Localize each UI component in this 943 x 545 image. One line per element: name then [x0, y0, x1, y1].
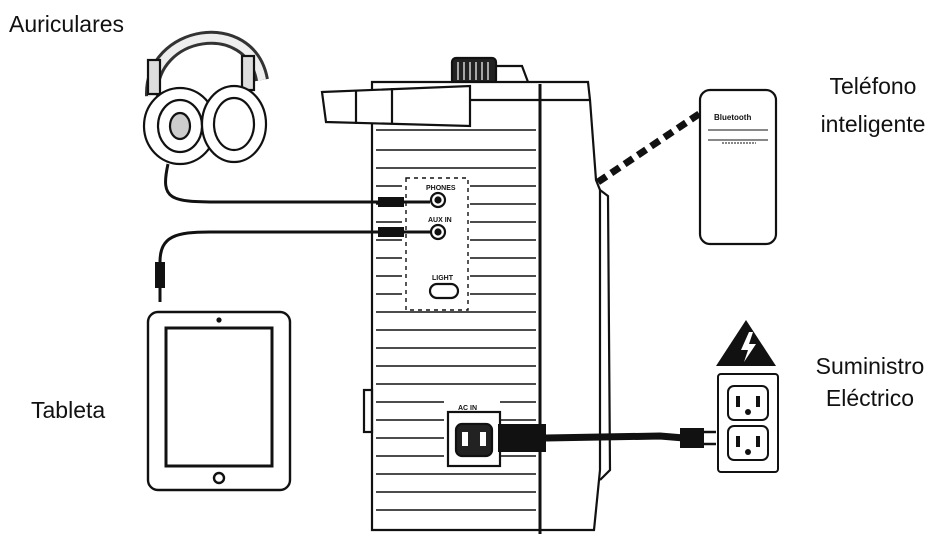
headphones-label: Auriculares — [9, 11, 125, 37]
power-label-line1: Suministro — [815, 353, 925, 379]
phones-jack — [429, 191, 447, 209]
power-cable — [545, 432, 685, 442]
bluetooth-link — [596, 109, 704, 185]
electric-hazard-icon — [716, 320, 776, 366]
smartphone-label-line1: Teléfono — [829, 73, 917, 99]
control-panel — [405, 177, 469, 311]
aux-in-jack — [429, 223, 447, 241]
smartphone-icon — [698, 88, 778, 246]
headphones-icon — [142, 30, 269, 166]
power-plug-wall — [680, 428, 704, 448]
headphone-plug — [378, 197, 404, 207]
power-label-line2: Eléctrico — [825, 385, 915, 411]
smartphone-label-line2: inteligente — [820, 111, 926, 137]
power-plug-speaker — [498, 424, 546, 452]
power-outlet-icon — [717, 373, 779, 473]
aux-in-label: AUX IN — [428, 217, 452, 224]
aux-cable — [158, 230, 378, 263]
aux-plug-speaker — [378, 227, 404, 237]
grille-slats — [376, 129, 536, 511]
tablet-icon — [146, 310, 292, 492]
phones-label: PHONES — [426, 185, 456, 192]
headphone-cable — [164, 163, 378, 204]
tablet-label: Tableta — [31, 397, 106, 423]
light-button — [428, 282, 460, 300]
phone-bluetooth-text: Bluetooth — [714, 113, 751, 122]
light-label: LIGHT — [432, 275, 454, 282]
ac-in-label: AC IN — [458, 405, 477, 412]
speaker-device — [320, 56, 612, 534]
aux-plug-free — [155, 262, 165, 288]
